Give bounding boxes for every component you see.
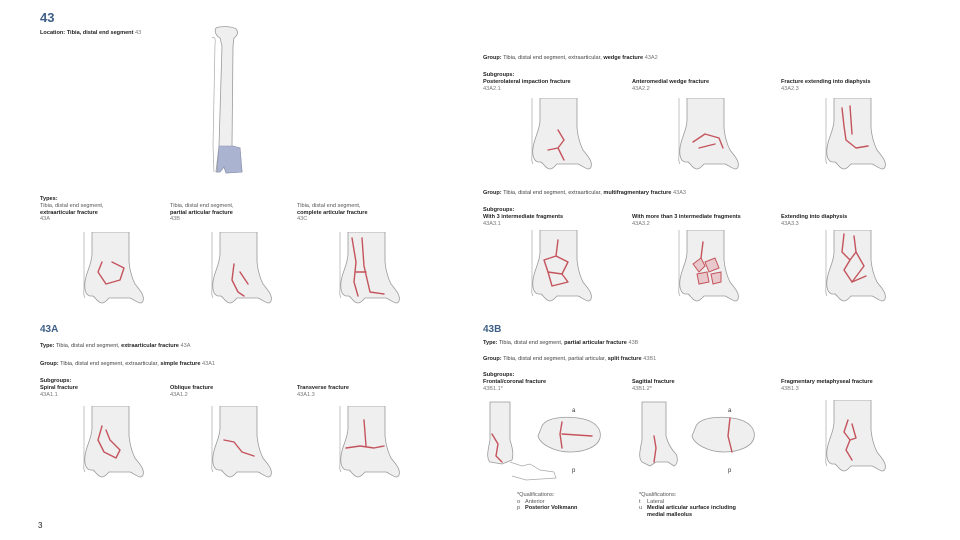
subgroup-43a3-2-illustration [675,230,745,308]
type-item-43c: Tibia, distal end segment, complete arti… [297,203,368,223]
section-43a-title: 43A [40,324,59,335]
page-number: 3 [38,521,43,530]
types-heading: Types: [40,196,58,202]
section-43a-subgroups-heading: Subgroups: [40,378,72,384]
distal-segment-highlight [216,145,243,174]
subgroup-43b1-1-illustration: a p [487,401,601,481]
view-label-anterior-2: a [728,408,732,414]
subgroup-43a1-1-illustration [80,406,150,484]
subgroup-43b1-3-illustration [822,400,892,478]
section-43a-type-line: Type: Tibia, distal end segment, extraar… [40,343,191,349]
section-43b-subgroups-heading: Subgroups: [483,372,515,378]
view-label-posterior-2: p [728,468,732,474]
subgroup-43a3-1-illustration [528,230,598,308]
subgroup-43a2-3-illustration [822,98,892,176]
type-43c-illustration [336,232,406,310]
type-item-43a: Tibia, distal end segment, extraarticula… [40,203,104,223]
view-label-posterior-1: p [572,468,576,474]
view-label-anterior-1: a [572,408,576,414]
subgroup-43b1-2-illustration: a p [639,401,755,474]
group-43a3-line: Group: Tibia, distal end segment, extraa… [483,190,687,196]
subgroup-43a2-1-illustration [528,98,598,176]
page-title: 43 [40,10,55,25]
group-43a2-subgroups-heading: Subgroups: [483,72,515,78]
group-43a3-subgroups-heading: Subgroups: [483,207,515,213]
section-43a-group-line: Group: Tibia, distal end segment, extraa… [40,361,216,367]
subgroup-43a1-2-illustration [208,406,278,484]
type-43a-illustration [80,232,150,310]
tibia-full-illustration [211,26,243,174]
subgroup-43a3-3-illustration [822,230,892,308]
location-line: Location: Tibia, distal end segment 43 [40,30,142,36]
subgroup-43a2-2-illustration [675,98,745,176]
group-43a2-line: Group: Tibia, distal end segment, extraa… [483,55,658,61]
type-item-43b: Tibia, distal end segment, partial artic… [170,203,234,223]
section-43b-title: 43B [483,324,502,335]
section-43b-group-line: Group: Tibia, distal end segment, partia… [483,356,657,362]
subgroup-43a1-3-illustration [336,406,406,484]
section-43b-type-line: Type: Tibia, distal end segment, partial… [483,340,639,346]
type-43b-illustration [208,232,278,310]
